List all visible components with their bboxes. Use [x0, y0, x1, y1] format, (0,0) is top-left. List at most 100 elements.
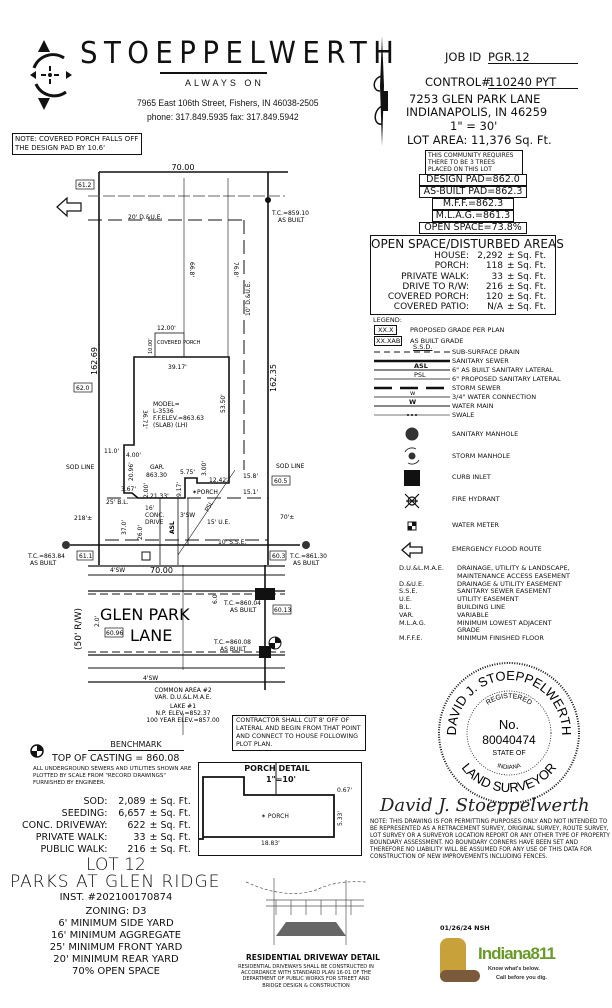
legend-label: CURB INLET	[452, 473, 491, 481]
abbr-text: DRAINAGE, UTILITY & LANDSCAPE, MAINTENAN…	[457, 564, 570, 580]
legend-built-label: AS BUILT GRADE	[410, 337, 464, 345]
zoning-rule: 70% OPEN SPACE	[72, 966, 160, 977]
storm-structure-icon	[265, 197, 271, 203]
right-of-way: (50' R/W)	[74, 608, 84, 650]
legend-title: LEGEND:	[373, 316, 402, 324]
svg-text:INDIANA: INDIANA	[496, 763, 521, 771]
rear-easement: 20' D.&U.E.	[128, 214, 162, 221]
sanitary-easement: 10' S.S.E.	[218, 539, 246, 546]
row-unit: ± Sq. Ft.	[149, 808, 191, 819]
ff-elevation: F.F.ELEV.=863.63	[153, 415, 204, 422]
row-value: 2,089	[118, 796, 146, 807]
row-label: SOD:	[83, 796, 108, 807]
tc-street-2: T.C.=860.08	[213, 639, 251, 646]
as-built-label: AS BUILT	[230, 607, 257, 614]
zoning: ZONING: D3	[85, 906, 147, 917]
sanitary-manhole-icon	[302, 541, 310, 549]
legend-label: STORM SEWER	[452, 384, 501, 392]
site-city: INDIANAPOLIS, IN 46259	[406, 105, 548, 119]
mlag: M.L.A.G.=861.3	[432, 210, 514, 222]
abbr-text: MINIMUM FINISHED FLOOR	[457, 634, 544, 643]
mff: M.F.F.=862.3	[432, 198, 514, 210]
surveyor-seal: DAVID J. STOEPPELWERTH LAND SURVEYOR REG…	[438, 662, 580, 804]
row-value: 6,657	[118, 808, 146, 819]
legend-code: S.S.D.	[413, 343, 433, 351]
porch-detail-label: ✶ PORCH	[261, 813, 289, 820]
control-label: CONTROL#	[425, 75, 491, 89]
benchmark-icon	[30, 744, 44, 758]
seal-number: 80040474	[482, 733, 536, 747]
water-meter-icon	[141, 551, 151, 561]
subdivision-name: PARKS AT GLEN RIDGE	[10, 872, 221, 892]
row-label: DRIVE TO R/W:	[402, 281, 469, 292]
indiana811-wordmark: Indiana811	[478, 944, 556, 963]
company-logo-icon	[30, 40, 72, 110]
garage-elevation: 863.30	[146, 472, 167, 479]
porch-detail-height: 5.33'	[337, 810, 345, 827]
covered-porch-note: NOTE: COVERED PORCH FALLS OFF THE DESIGN…	[12, 133, 142, 155]
grade-side-right: 60.5	[274, 478, 288, 485]
storm-manhole-icon	[404, 447, 420, 465]
legend-label: SANITARY MANHOLE	[452, 430, 519, 438]
abbr-text: VARIABLE	[457, 610, 489, 619]
indiana811-line2: Call before you dig.	[496, 975, 548, 981]
trees-note: THIS COMMUNITY REQUIRES THERE TO BE 3 TR…	[425, 150, 523, 175]
open-space-title: OPEN SPACE/DISTURBED AREAS	[371, 237, 564, 251]
covered-porch-label: COVERED PORCH	[157, 340, 201, 346]
legend-code: w	[410, 389, 416, 397]
sanitary-manhole-icon	[405, 427, 419, 441]
row-label: SEEDING:	[61, 808, 108, 819]
row-label: CONC. DRIVEWAY:	[22, 820, 108, 831]
table-row: COVERED PATIO:N/A± Sq. Ft.	[377, 302, 548, 312]
north-arrow-icon	[373, 36, 388, 146]
sidewalk-bottom: 4'SW	[143, 675, 158, 682]
curb-inlet-icon	[404, 470, 420, 486]
street-name-2: LANE	[130, 626, 172, 645]
as-built-pad: AS-BUILT PAD=862.3	[419, 186, 527, 198]
grade-mid-left: 62.0	[76, 385, 90, 392]
plot-plan-drawing: 70.00 61.2 20' D.&U.E. T.C.=859.10 AS BU…	[27, 163, 327, 735]
instrument-number: INST. #202100170874	[59, 892, 173, 903]
street-width: 70.00	[150, 566, 173, 575]
benchmark-icon	[268, 636, 282, 650]
contractor-note: CONTRACTOR SHALL CUT 8' OFF OF LATERAL A…	[232, 715, 366, 751]
street-name-1: GLEN PARK	[100, 605, 190, 624]
table-row: DRIVE TO R/W:216± Sq. Ft.	[377, 282, 548, 292]
abbr-text: DRAINAGE & UTILITY EASEMENT	[457, 579, 562, 588]
zoning-rule: 20' MINIMUM REAR YARD	[53, 954, 179, 965]
dim-37: 37.0'	[121, 520, 128, 535]
legend-label: SUB-SURFACE DRAIN	[452, 348, 520, 356]
dim-2133: 21.33'	[150, 493, 169, 500]
flood-route-arrow-icon	[56, 196, 82, 218]
grade-street-left: 60.96	[106, 630, 123, 637]
lot-boundary	[70, 171, 300, 735]
table-row: PORCH:118± Sq. Ft.	[377, 261, 548, 271]
dim-158: 15.8'	[243, 473, 258, 480]
row-label: PRIVATE WALK:	[35, 832, 108, 843]
water-meter-icon	[407, 521, 417, 531]
zoning-rule: 6' MINIMUM SIDE YARD	[58, 918, 174, 929]
row-value: 118	[485, 261, 503, 272]
row-value: 622	[127, 820, 146, 831]
porch-detail: PORCH DETAIL 1"=10' ✶ PORCH 18.83' 0.67'…	[198, 762, 362, 856]
row-unit: ± Sq. Ft.	[149, 844, 191, 855]
seal-registered: REGISTERED	[485, 693, 533, 707]
common-area: COMMON AREA #2	[154, 687, 211, 694]
row-value: 216	[485, 281, 503, 292]
control-value: 110240 PYT	[488, 76, 578, 89]
tc-front-right: T.C.=861.30	[289, 553, 327, 560]
table-row: CONC. DRIVEWAY:622± Sq. Ft.	[20, 820, 193, 832]
design-pad: DESIGN PAD=862.0	[419, 174, 527, 186]
dim-26: 26.0'	[137, 525, 144, 540]
indiana811-line1: Know what's below.	[488, 966, 540, 972]
row-unit: ± Sq. Ft.	[149, 796, 191, 807]
abbr: M.L.A.G.	[399, 618, 426, 627]
dim-151: 15.1'	[243, 489, 258, 496]
hundred-year-elevation: 100 YEAR ELEV.=857.00	[146, 717, 219, 724]
row-value: 2,292	[477, 251, 503, 261]
lake-label: LAKE #1	[170, 703, 196, 710]
model-number: L-3536	[153, 408, 174, 415]
dim-1242: 12.42'	[209, 477, 228, 484]
row-label: COVERED PORCH:	[387, 292, 469, 303]
common-area-easement: VAR. D.U.&L.M.A.E.	[154, 694, 211, 701]
